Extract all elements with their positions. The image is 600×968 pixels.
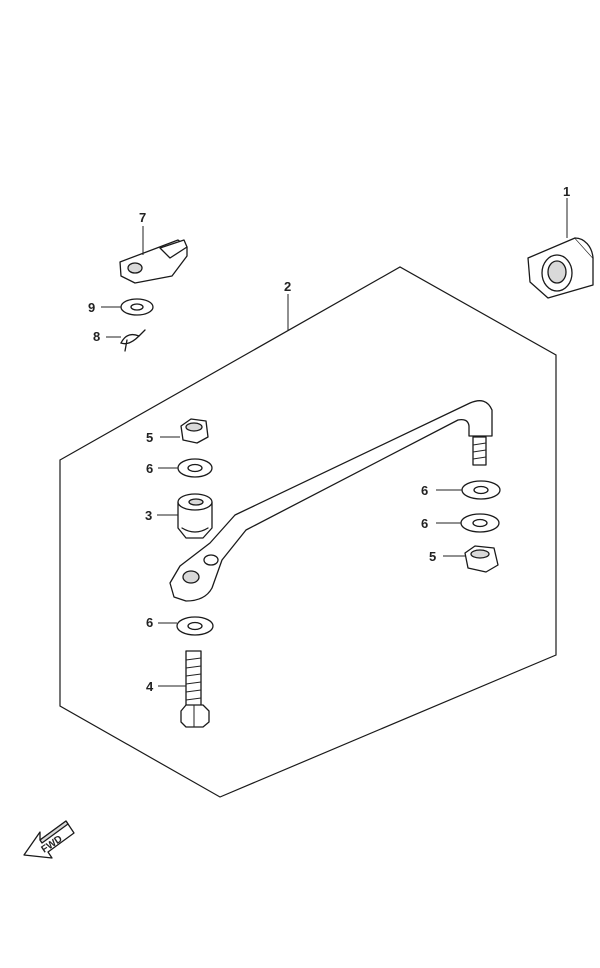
part-7-link-end[interactable]	[119, 239, 188, 284]
part-6-washer-d[interactable]	[460, 513, 500, 533]
callout-6b: 6	[146, 615, 153, 630]
part-4-bolt[interactable]	[180, 650, 210, 728]
callout-6c: 6	[421, 483, 428, 498]
kit-outline-box	[59, 266, 557, 798]
part-2-drag-link[interactable]	[169, 400, 493, 602]
part-8-cotter-pin[interactable]	[120, 329, 146, 352]
part-6-washer-b[interactable]	[176, 616, 214, 636]
callout-5a: 5	[146, 430, 153, 445]
part-6-washer-c[interactable]	[461, 480, 501, 500]
part-1-bushing[interactable]	[527, 237, 594, 299]
callout-6a: 6	[146, 461, 153, 476]
callout-6d: 6	[421, 516, 428, 531]
part-9-washer[interactable]	[120, 298, 154, 316]
part-5-nut-lower[interactable]	[464, 545, 499, 573]
callout-4: 4	[146, 679, 154, 694]
callout-7: 7	[139, 210, 146, 225]
fwd-direction-arrow: FWD	[23, 820, 75, 859]
callout-3: 3	[145, 508, 152, 523]
callout-9: 9	[88, 300, 95, 315]
callout-8: 8	[93, 329, 100, 344]
callout-2: 2	[284, 279, 291, 294]
part-5-nut-upper[interactable]	[180, 418, 209, 444]
part-3-collar[interactable]	[177, 493, 213, 539]
callout-1: 1	[563, 184, 570, 199]
part-6-washer-a[interactable]	[177, 458, 213, 478]
callout-5b: 5	[429, 549, 436, 564]
